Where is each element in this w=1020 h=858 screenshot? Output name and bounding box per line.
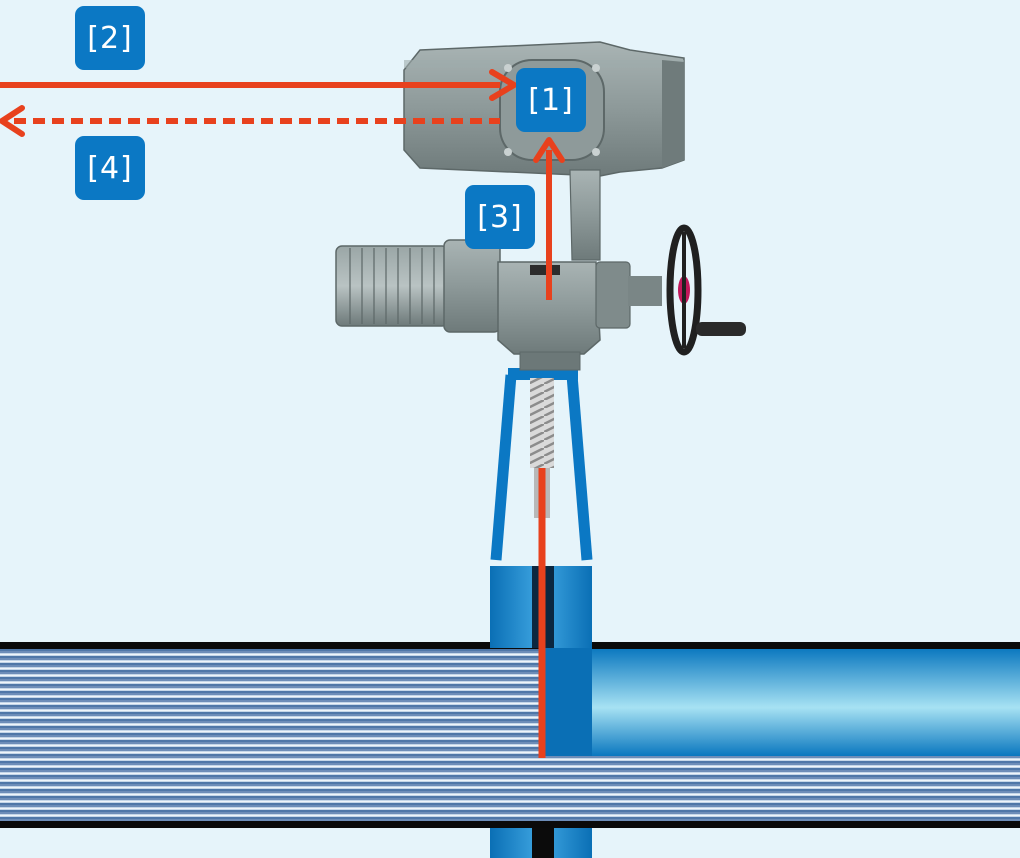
- valve-yoke: [490, 368, 593, 561]
- feedback-path-arrow: [533, 137, 565, 758]
- label-feedback-path: [3]: [465, 185, 535, 249]
- valve-gate: [540, 648, 592, 756]
- pipe-flow-bottom: [0, 756, 1020, 824]
- valve-center-divider-lower: [532, 828, 554, 858]
- return-signal-arrow: [0, 105, 500, 137]
- command-signal-arrow: [0, 69, 517, 101]
- handwheel-icon: [666, 224, 746, 356]
- motor-icon: [335, 239, 501, 333]
- label-actuator: [1]: [516, 68, 586, 132]
- pipeline: [0, 642, 1020, 828]
- label-command: [2]: [75, 6, 145, 70]
- label-return-signal: [4]: [75, 136, 145, 200]
- pipe-flow-left: [0, 648, 540, 756]
- pipe-blocked-section: [592, 648, 1020, 756]
- pipe-wall-bottom: [0, 821, 1020, 828]
